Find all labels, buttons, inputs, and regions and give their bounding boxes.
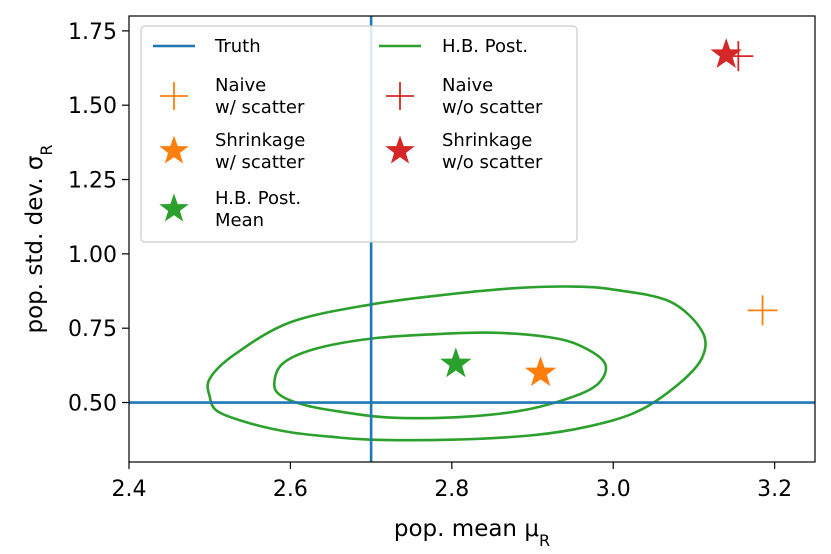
y-tick-label: 1.25 xyxy=(68,169,117,194)
legend-item-naive-w-scatter-handle xyxy=(160,82,188,110)
x-axis-label: pop. mean μR xyxy=(394,516,550,550)
y-tick-label: 0.75 xyxy=(68,317,117,342)
axes: 2.4 2.6 2.8 3.0 3.2 0.50 0.75 1.00 1.25 1.50 1.75 p… xyxy=(22,15,816,550)
legend-item-h-b-post-mean-label: Mean xyxy=(215,210,264,231)
legend-item-shrinkage-w-o-scatter-handle xyxy=(385,135,415,164)
x-tick-label: 3.2 xyxy=(757,477,792,502)
legend-item-shrinkage-w-o-scatter-label: Shrinkage xyxy=(442,130,532,151)
legend-item-shrinkage-w-scatter-label: w/ scatter xyxy=(215,152,305,173)
x-tick-label: 3.0 xyxy=(596,477,631,502)
legend-item-naive-w-o-scatter-handle xyxy=(386,82,414,110)
legend-item-naive-w-scatter-label: Naive xyxy=(215,75,266,96)
y-tick-label: 1.50 xyxy=(68,94,117,119)
legend-item-naive-w-scatter-label: w/ scatter xyxy=(215,97,305,118)
legend-item-naive-w-o-scatter-label: Naive xyxy=(442,75,493,96)
y-tick-label: 1.75 xyxy=(68,20,117,45)
x-tick-label: 2.4 xyxy=(112,477,147,502)
hb-post-mean-marker xyxy=(440,347,472,378)
hb-posterior-contour-outer xyxy=(206,285,707,442)
legend-item-h-b-post-mean: H.B. Post.Mean xyxy=(159,188,301,231)
legend-item-h-b-post: H.B. Post. xyxy=(379,36,528,57)
legend-item-shrinkage-w-o-scatter-label: w/o scatter xyxy=(442,152,543,173)
hb-posterior-contour-inner xyxy=(272,331,608,420)
legend-item-naive-w-o-scatter-label: w/o scatter xyxy=(442,97,543,118)
legend-item-h-b-post-mean-label: H.B. Post. xyxy=(215,188,301,209)
legend-item-h-b-post-mean-handle xyxy=(159,193,189,222)
shrinkage-w-scatter-marker xyxy=(524,356,557,387)
y-tick-label: 0.50 xyxy=(68,392,117,417)
x-tick-label: 2.8 xyxy=(434,477,469,502)
y-tick-label: 1.00 xyxy=(68,243,117,268)
x-tick-label: 2.6 xyxy=(273,477,308,502)
axes-frame xyxy=(128,15,816,463)
legend-item-truth: Truth xyxy=(153,36,261,57)
legend-item-h-b-post-label: H.B. Post. xyxy=(442,36,528,57)
naive-w-scatter-marker xyxy=(747,295,778,326)
legend-item-shrinkage-w-scatter-label: Shrinkage xyxy=(215,130,305,151)
shrinkage-wo-scatter-marker xyxy=(710,38,742,69)
legend-item-truth-label: Truth xyxy=(214,36,261,57)
legend-item-shrinkage-w-scatter-handle xyxy=(159,135,189,164)
y-axis-label: pop. std. dev. σR xyxy=(22,144,56,333)
legend-box xyxy=(140,25,578,243)
